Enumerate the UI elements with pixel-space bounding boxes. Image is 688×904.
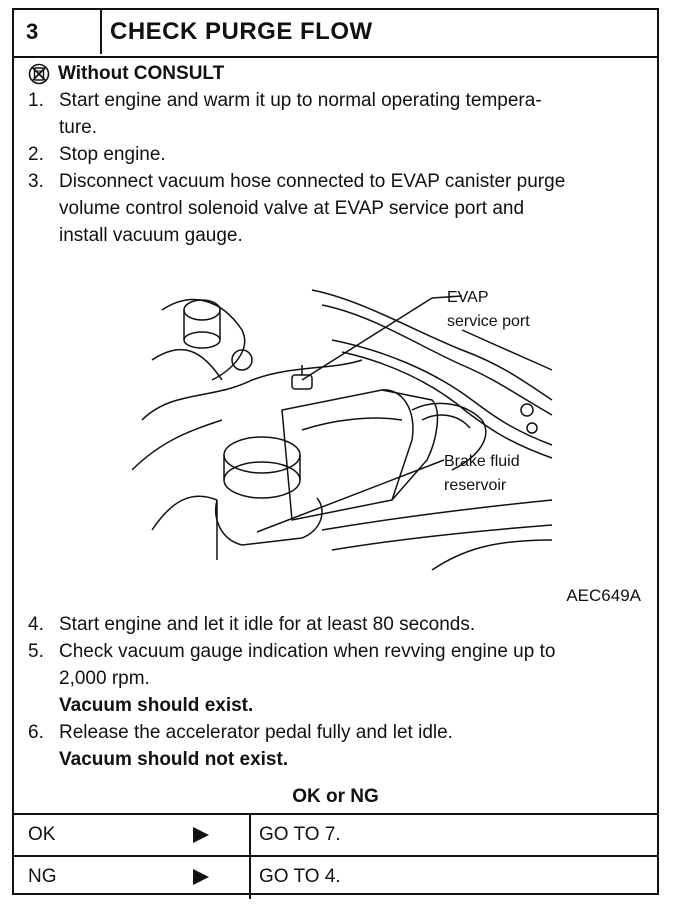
step-num: 5.	[28, 641, 44, 662]
mode-line: Without CONSULT	[28, 60, 647, 87]
table-row: NG GO TO 4.	[14, 855, 657, 899]
list-item: 3. Disconnect vacuum hose connected to E…	[28, 168, 647, 249]
list-item: 1. Start engine and warm it up to normal…	[28, 87, 647, 141]
step-text: Release the accelerator pedal fully and …	[59, 722, 453, 743]
result-header: OK or NG	[292, 786, 379, 807]
step-text: Disconnect vacuum hose connected to EVAP…	[59, 171, 566, 192]
step-text: Start engine and warm it up to normal op…	[59, 90, 542, 111]
figure-id: AEC649A	[566, 586, 641, 605]
step-text: ture.	[59, 117, 98, 138]
result-action: GO TO 4.	[259, 866, 341, 887]
column-divider	[249, 815, 251, 857]
step-num: 4.	[28, 614, 44, 635]
steps-after-figure: 4. Start engine and let it idle for at l…	[28, 611, 647, 773]
step-number: 3	[14, 10, 102, 54]
steps-before-figure: 1. Start engine and warm it up to normal…	[28, 87, 647, 249]
list-item: 5. Check vacuum gauge indication when re…	[28, 638, 647, 719]
procedure-box: 3 CHECK PURGE FLOW Without CONSULT 1. St…	[12, 8, 659, 899]
step-text: Start engine and let it idle for at leas…	[59, 614, 476, 635]
table-row: OK GO TO 7.	[14, 813, 657, 857]
list-item: 2. Stop engine.	[28, 141, 647, 168]
step-header: 3 CHECK PURGE FLOW	[14, 10, 657, 58]
result-status: NG	[28, 866, 57, 887]
consult-crossed-icon	[28, 63, 50, 84]
step-num: 1.	[28, 90, 44, 111]
step-num: 6.	[28, 722, 44, 743]
result-table: OK GO TO 7. NG GO TO 4.	[14, 813, 657, 899]
arrow-right-icon	[193, 869, 209, 885]
brake-label: Brake fluid	[444, 453, 520, 470]
step-num: 3.	[28, 171, 44, 192]
list-item: 4. Start engine and let it idle for at l…	[28, 611, 647, 638]
result-action: GO TO 7.	[259, 824, 341, 845]
step-text: Check vacuum gauge indication when revvi…	[59, 641, 556, 662]
step-emphasis: Vacuum should not exist.	[59, 749, 289, 770]
step-text: Stop engine.	[59, 144, 166, 165]
step-emphasis: Vacuum should exist.	[59, 695, 254, 716]
step-num: 2.	[28, 144, 44, 165]
engine-bay-illustration: EVAP service port Brake fluid reservoir	[132, 289, 553, 571]
evap-label: EVAP	[447, 289, 489, 306]
column-divider	[249, 857, 251, 899]
result-status: OK	[28, 824, 56, 845]
evap-label: service port	[447, 313, 530, 330]
step-text: 2,000 rpm.	[59, 668, 150, 689]
list-item: 6. Release the accelerator pedal fully a…	[28, 719, 647, 773]
step-text: volume control solenoid valve at EVAP se…	[59, 198, 525, 219]
mode-label: Without CONSULT	[58, 63, 225, 84]
brake-label: reservoir	[444, 477, 507, 494]
step-title: CHECK PURGE FLOW	[110, 18, 373, 45]
arrow-right-icon	[193, 827, 209, 843]
step-text: install vacuum gauge.	[59, 225, 243, 246]
